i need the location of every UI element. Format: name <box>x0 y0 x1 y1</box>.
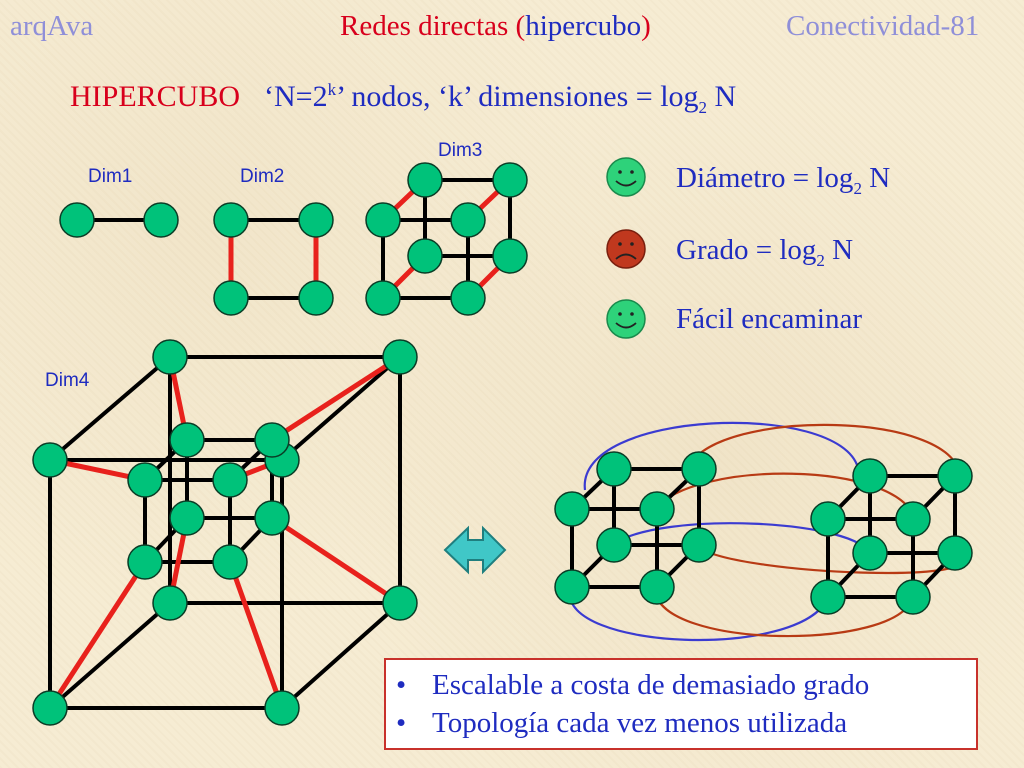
slide-title-part3: ) <box>641 10 651 42</box>
node <box>212 462 248 498</box>
node <box>254 500 290 536</box>
node <box>554 569 590 605</box>
property-degree-sub: 2 <box>816 250 825 270</box>
node <box>213 202 249 238</box>
node <box>852 458 888 494</box>
node <box>382 585 418 621</box>
node <box>492 238 528 274</box>
node <box>127 544 163 580</box>
conclusions-box: •Escalable a costa de demasiado grado •T… <box>384 658 978 750</box>
ring-brown-mid <box>654 472 917 521</box>
property-degree-post: N <box>824 234 854 266</box>
slide-title: Redes directas (hipercubo) <box>340 12 651 41</box>
node <box>450 280 486 316</box>
formula-superscript: k <box>327 80 337 99</box>
bullet-text: Escalable a costa de demasiado grado <box>432 669 870 701</box>
node <box>407 162 443 198</box>
node <box>254 422 290 458</box>
nodes <box>32 162 973 726</box>
slide-title-part1: Redes directas ( <box>340 10 526 42</box>
node <box>596 527 632 563</box>
property-degree: Grado = log2 N <box>676 234 854 270</box>
node <box>298 202 334 238</box>
node <box>810 579 846 615</box>
ring-blue-top <box>583 421 860 491</box>
hypercube-label: HIPERCUBO <box>70 80 241 113</box>
slide-title-highlight: hipercubo <box>525 10 642 42</box>
equivalence-arrow-icon <box>443 525 507 575</box>
dim2-label: Dim2 <box>240 166 285 187</box>
property-diameter-sub: 2 <box>853 178 862 198</box>
node <box>681 451 717 487</box>
dim3-label: Dim3 <box>438 140 483 161</box>
ring-brown-top <box>689 423 962 476</box>
node <box>143 202 179 238</box>
node <box>365 202 401 238</box>
node <box>554 491 590 527</box>
node <box>169 422 205 458</box>
sad-face-icon <box>606 229 646 269</box>
hypercube-subtitle: HIPERCUBO ‘N=2k’ nodos, ‘k’ dimensiones =… <box>70 80 737 116</box>
node <box>492 162 528 198</box>
node <box>937 458 973 494</box>
node <box>852 535 888 571</box>
property-degree-pre: Grado = log <box>676 234 817 266</box>
hypercube-formula: ‘N=2k’ nodos, ‘k’ dimensiones = log2 N <box>264 80 737 116</box>
property-routing-pre: Fácil encaminar <box>676 303 862 335</box>
formula-part-a: ‘N=2 <box>264 80 328 113</box>
ring-brown-bottom <box>653 589 914 638</box>
node <box>639 569 675 605</box>
smiley-face-icon <box>606 299 646 339</box>
property-diameter-post: N <box>861 162 891 194</box>
node <box>152 585 188 621</box>
node <box>596 451 632 487</box>
node <box>213 280 249 316</box>
node <box>298 280 334 316</box>
dim4-label: Dim4 <box>45 370 90 391</box>
node <box>895 501 931 537</box>
property-diameter: Diámetro = log2 N <box>676 162 891 198</box>
node <box>937 535 973 571</box>
node <box>365 280 401 316</box>
node <box>152 339 188 375</box>
node <box>382 339 418 375</box>
formula-part-c: N <box>707 80 737 113</box>
node <box>450 202 486 238</box>
node <box>639 491 675 527</box>
node <box>681 527 717 563</box>
node <box>127 462 163 498</box>
property-routing: Fácil encaminar <box>676 303 862 336</box>
property-diameter-pre: Diámetro = log <box>676 162 854 194</box>
smiley-face-icon <box>606 157 646 197</box>
bullet-item: •Escalable a costa de demasiado grado <box>396 669 870 701</box>
slide-number-label: Conectividad-81 <box>786 10 980 42</box>
formula-part-b: ’ nodos, ‘k’ dimensiones = log <box>336 80 699 113</box>
node <box>32 690 68 726</box>
bullet-text: Topología cada vez menos utilizada <box>432 707 848 739</box>
ring-blue-bottom <box>568 589 830 642</box>
node <box>32 442 68 478</box>
node <box>895 579 931 615</box>
node <box>59 202 95 238</box>
formula-subscript: 2 <box>698 98 708 117</box>
node <box>407 238 443 274</box>
node <box>169 500 205 536</box>
node <box>212 544 248 580</box>
node <box>810 501 846 537</box>
bullet-item: •Topología cada vez menos utilizada <box>396 707 848 739</box>
course-label: arqAva <box>10 10 94 42</box>
node <box>264 690 300 726</box>
dim1-label: Dim1 <box>88 166 133 187</box>
